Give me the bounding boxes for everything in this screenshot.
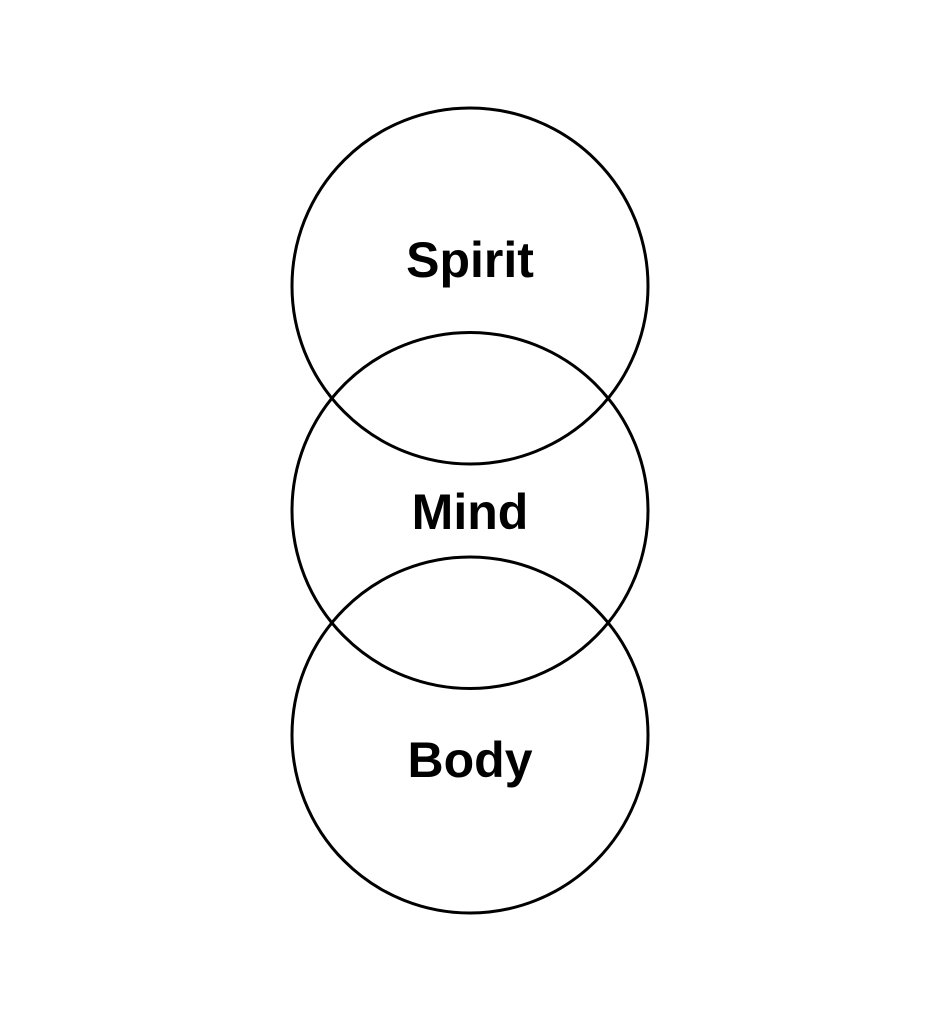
body-circle [290, 555, 650, 915]
mind-label: Mind [412, 484, 529, 540]
spirit-label: Spirit [406, 232, 534, 288]
spirit-circle [290, 106, 650, 466]
body-label: Body [408, 732, 533, 788]
mind-circle [290, 331, 650, 690]
